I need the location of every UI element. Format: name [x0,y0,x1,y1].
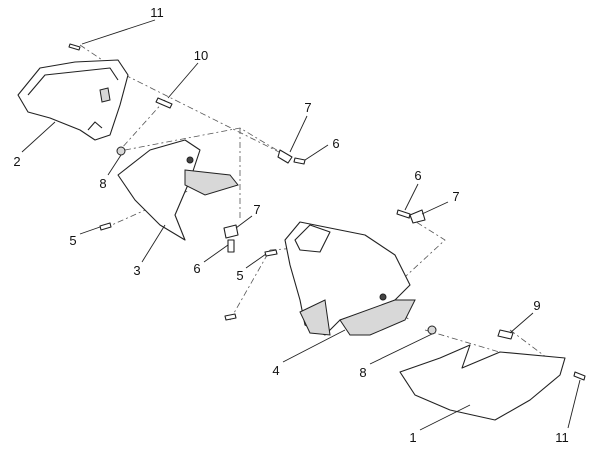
part-2-side-panel [17,59,129,141]
callout-5: 5 [69,233,76,248]
callout-6: 6 [332,136,339,151]
callout-1: 1 [409,430,416,445]
callout-6: 6 [193,261,200,276]
fasteners [68,43,586,381]
callout-8: 8 [359,365,366,380]
callout-8: 8 [99,176,106,191]
callout-3: 3 [133,263,140,278]
callout-11: 11 [150,5,164,20]
callout-4: 4 [272,363,279,378]
callout-7: 7 [253,202,260,217]
part-4-duct [284,221,416,336]
part-3-bracket [117,139,239,241]
callout-labels: 11 10 2 8 7 6 5 3 7 6 5 4 8 6 7 9 1 11 [13,5,568,445]
callout-10: 10 [194,48,208,63]
callout-9: 9 [533,298,540,313]
part-1-lower-panel [399,344,566,421]
callout-2: 2 [13,154,20,169]
callout-7: 7 [304,100,311,115]
leader-lines [21,19,581,431]
callout-11: 11 [555,430,569,445]
callout-6: 6 [414,168,421,183]
callout-7: 7 [452,189,459,204]
callout-5: 5 [236,268,243,283]
